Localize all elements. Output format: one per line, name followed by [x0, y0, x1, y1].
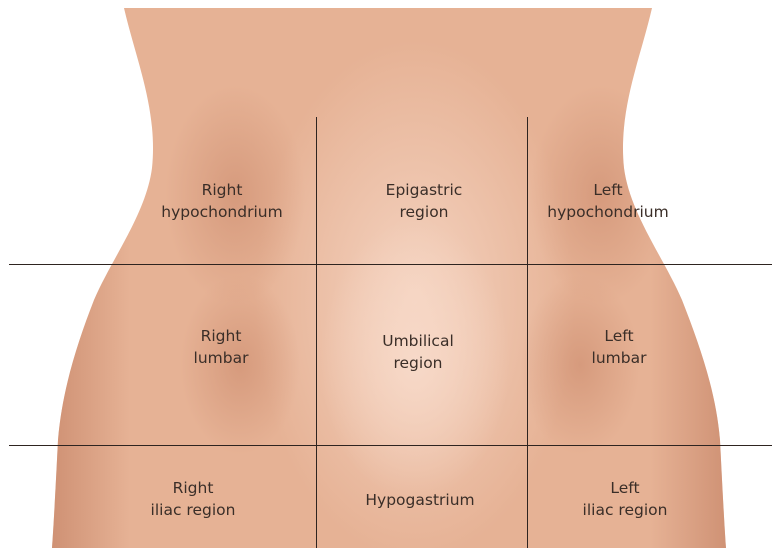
right-hypochondrium-label: Right hypochondrium — [117, 179, 327, 223]
hypogastrium-label: Hypogastrium — [315, 489, 525, 511]
epigastric-region-label: Epigastric region — [319, 179, 529, 223]
umbilical-region-label: Umbilical region — [313, 330, 523, 374]
right-lumbar-label: Right lumbar — [116, 325, 326, 369]
upper-horizontal-line — [9, 264, 772, 265]
left-iliac-region-label: Left iliac region — [520, 477, 730, 521]
left-hypochondrium-label: Left hypochondrium — [503, 179, 713, 223]
left-lumbar-label: Left lumbar — [514, 325, 724, 369]
right-iliac-region-label: Right iliac region — [88, 477, 298, 521]
lower-horizontal-line — [9, 445, 772, 446]
